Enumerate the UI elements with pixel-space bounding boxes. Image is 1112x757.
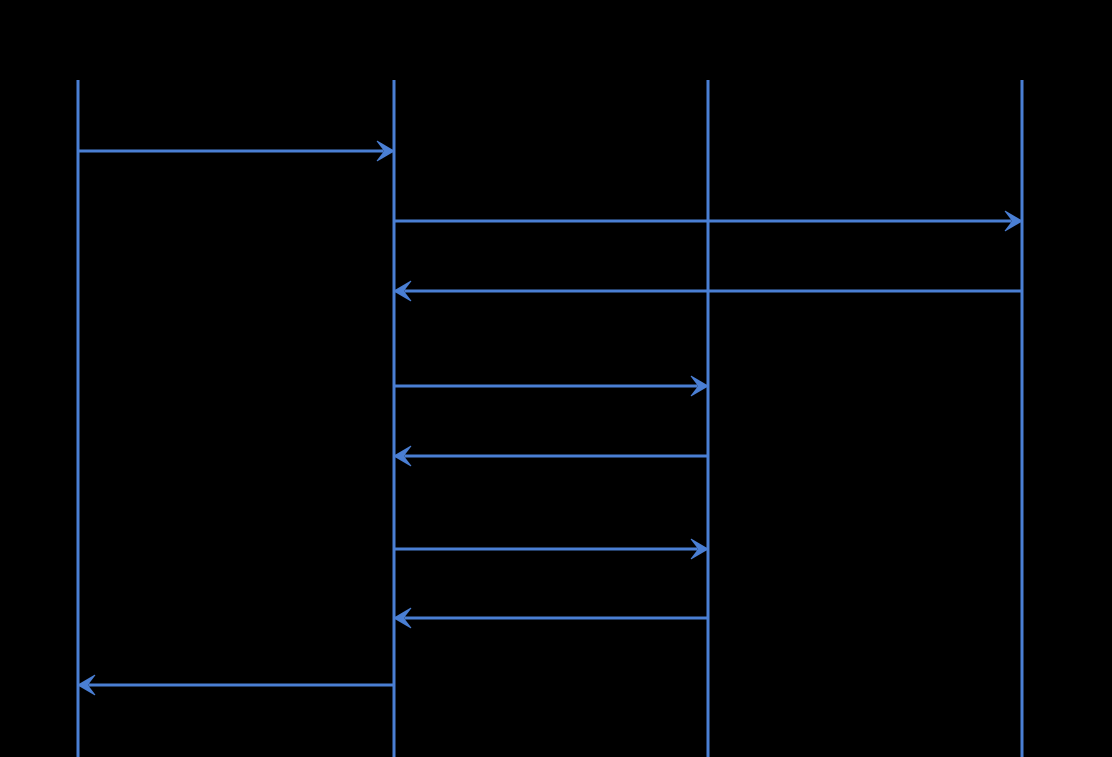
message-arrowhead-7 [393, 607, 412, 629]
message-arrowhead-2 [1004, 210, 1023, 232]
message-arrowhead-6 [690, 538, 709, 560]
message-3[interactable] [393, 280, 1022, 302]
message-4[interactable] [394, 375, 709, 397]
message-6[interactable] [394, 538, 709, 560]
message-arrowhead-1 [376, 140, 395, 162]
messages-group [77, 140, 1023, 696]
lifelines-group [76, 80, 1024, 757]
message-1[interactable] [78, 140, 395, 162]
message-arrowhead-3 [393, 280, 412, 302]
message-arrowhead-8 [77, 674, 96, 696]
message-arrowhead-4 [690, 375, 709, 397]
message-7[interactable] [393, 607, 708, 629]
message-2[interactable] [394, 210, 1023, 232]
message-8[interactable] [77, 674, 394, 696]
message-5[interactable] [393, 445, 708, 467]
message-arrowhead-5 [393, 445, 412, 467]
